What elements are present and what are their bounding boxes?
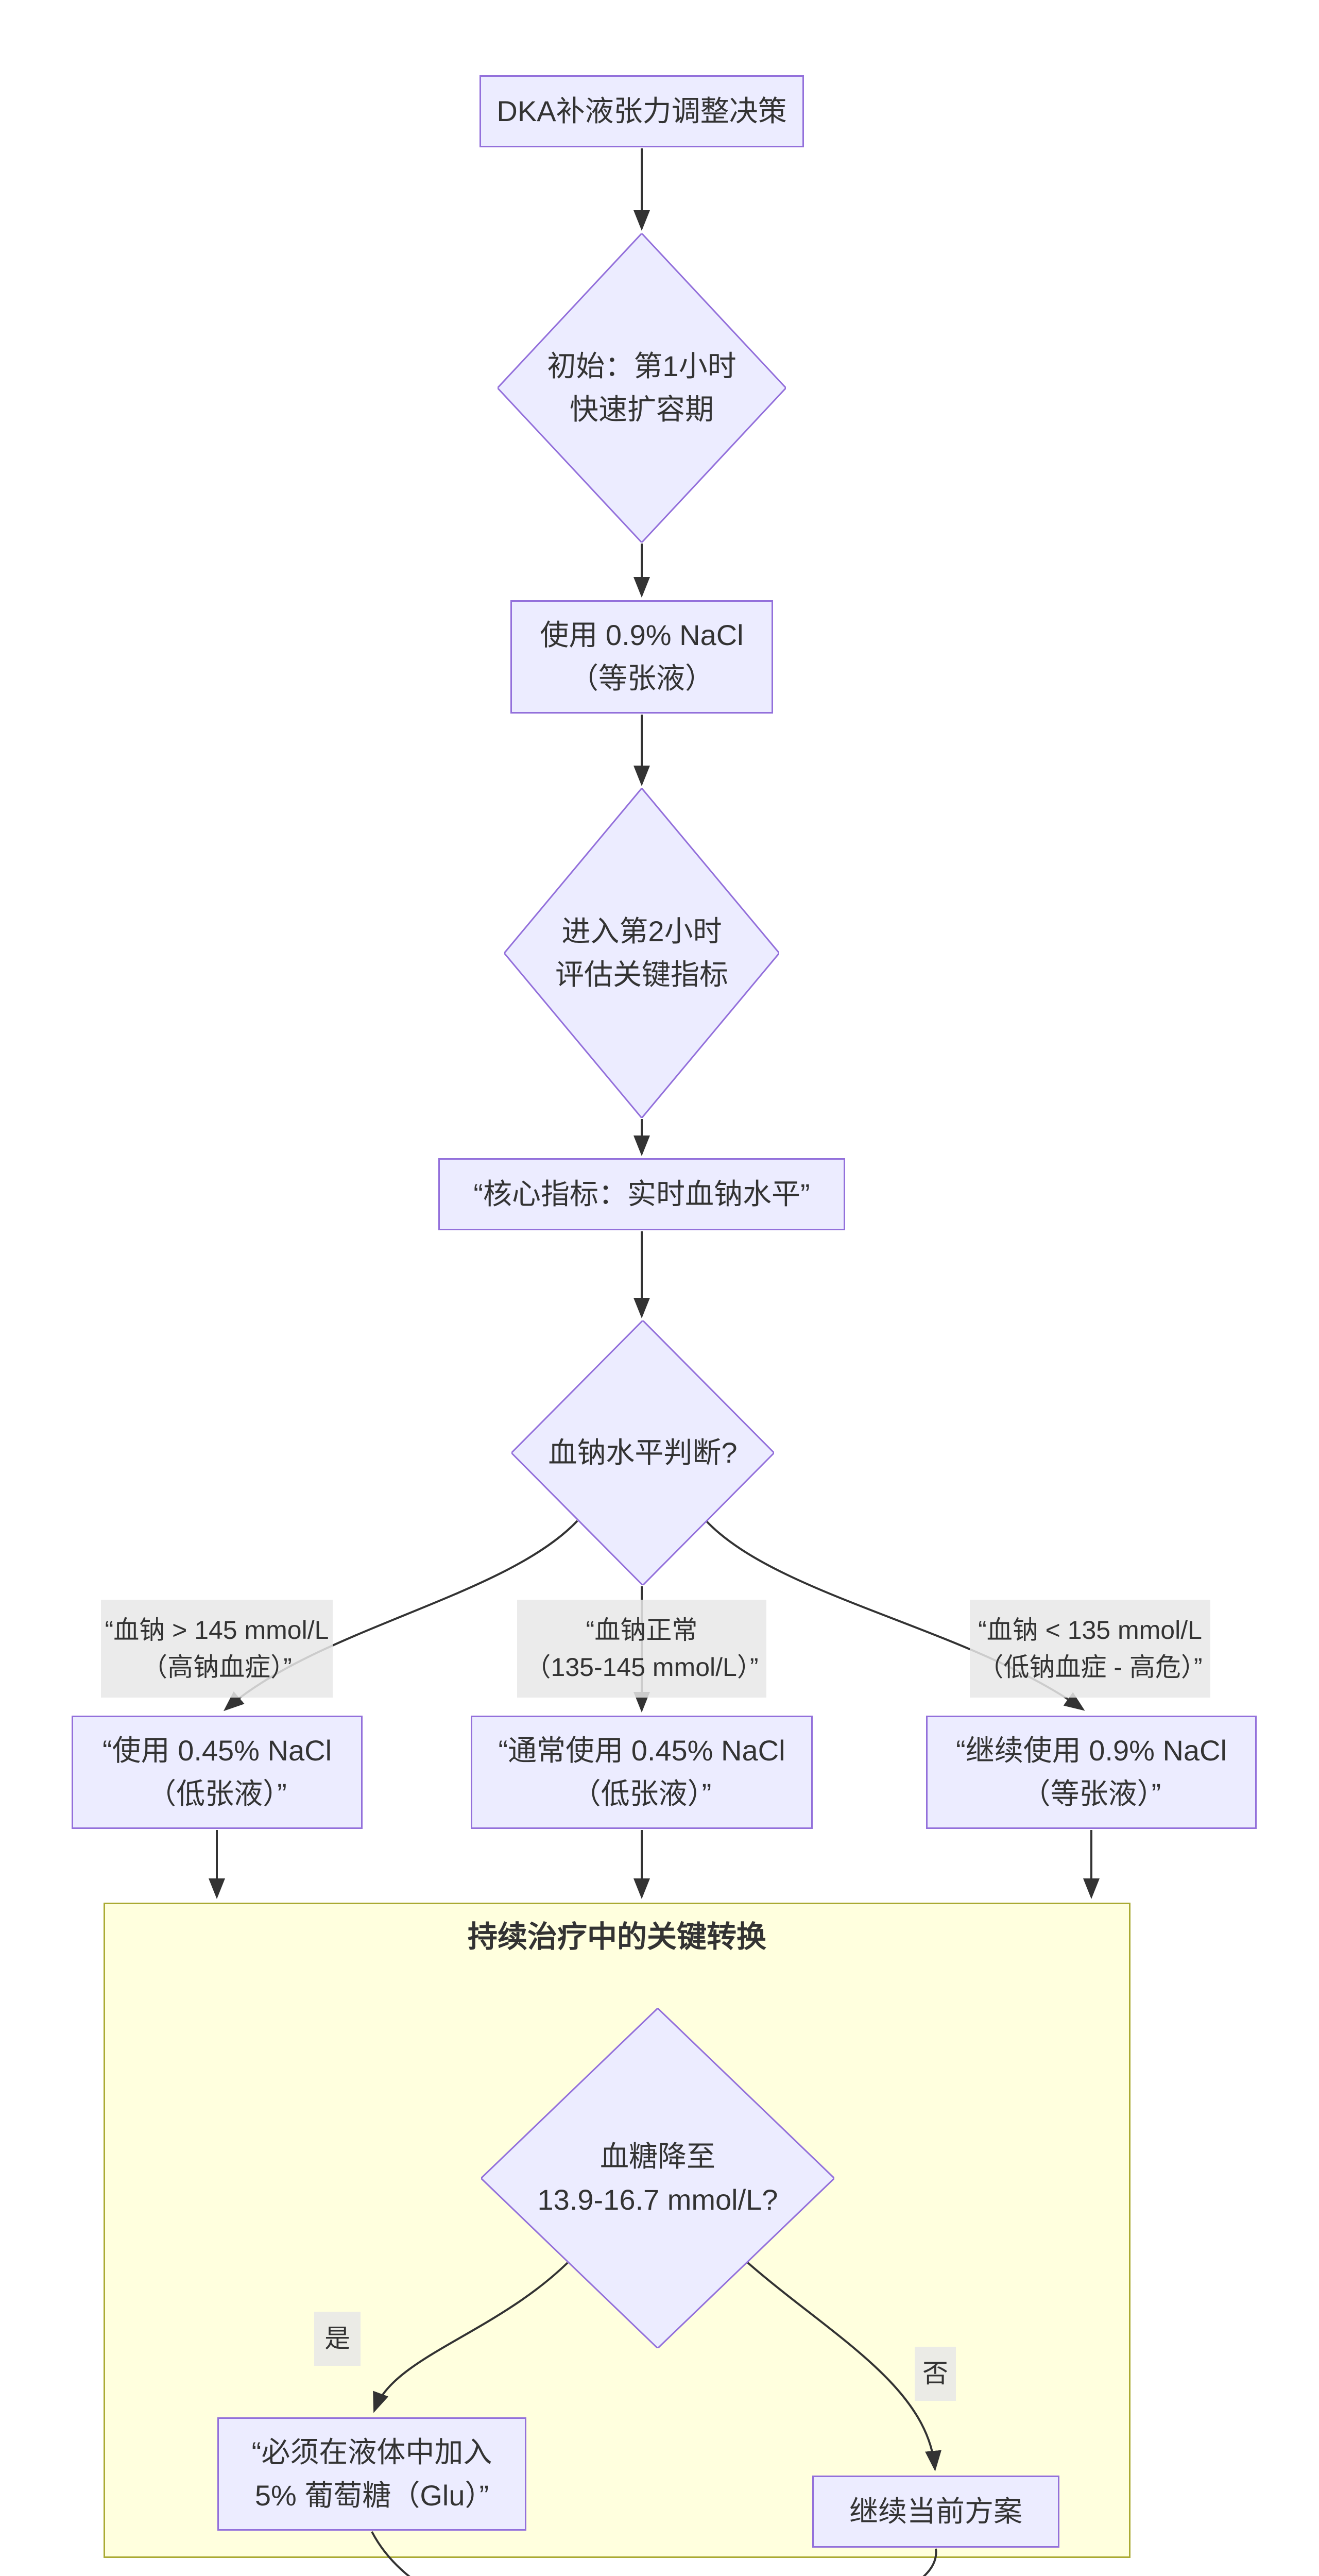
decision-sodium-level: 血钠水平判断?	[511, 1320, 774, 1585]
node-normal-sodium-action: “通常使用 0.45% NaCl （低张液）”	[471, 1716, 813, 1829]
decision-initial-phase: 初始：第1小时 快速扩容期	[498, 233, 786, 543]
node-hyponatremia-action: “继续使用 0.9% NaCl （等张液）”	[926, 1716, 1257, 1829]
node-core-indicator: “核心指标：实时血钠水平”	[438, 1158, 845, 1230]
edge-label-hyponatremia: “血钠 < 135 mmol/L （低钠血症 - 高危）”	[970, 1600, 1210, 1698]
decision-initial-phase-label: 初始：第1小时 快速扩容期	[547, 350, 736, 426]
edge-d4-no	[747, 2262, 941, 2471]
edge-label-yes: 是	[314, 2312, 361, 2366]
edge-label-no: 否	[915, 2347, 956, 2401]
edge-ryes-to-final1	[371, 2531, 410, 2576]
edge-label-hypernatremia: “血钠 > 145 mmol/L （高钠血症）”	[101, 1600, 333, 1698]
diamond-shape	[511, 1320, 774, 1585]
decision-glucose-drop-label: 血糖降至 13.9-16.7 mmol/L?	[537, 2140, 778, 2216]
subgraph-title: 持续治疗中的关键转换	[467, 1920, 766, 1954]
edge-label-normal-sodium: “血钠正常 （135-145 mmol/L）”	[517, 1600, 766, 1698]
decision-second-hour: 进入第2小时 评估关键指标	[504, 788, 779, 1118]
edge-rno-to-final1	[922, 2548, 937, 2576]
node-start: DKA补液张力调整决策	[479, 75, 804, 147]
edge-d4-yes	[373, 2262, 569, 2413]
node-use-09-nacl: 使用 0.9% NaCl （等张液）	[510, 600, 773, 714]
node-add-glucose: “必须在液体中加入 5% 葡萄糖（Glu）”	[217, 2417, 526, 2531]
node-continue-current-plan: 继续当前方案	[812, 2476, 1059, 2548]
node-hypernatremia-action: “使用 0.45% NaCl （低张液）”	[72, 1716, 363, 1829]
decision-second-hour-label: 进入第2小时 评估关键指标	[555, 915, 728, 991]
decision-glucose-drop: 血糖降至 13.9-16.7 mmol/L?	[481, 2008, 834, 2348]
decision-sodium-level-label: 血钠水平判断?	[548, 1436, 738, 1469]
diamond-shape	[481, 2008, 834, 2348]
diamond-shape	[498, 233, 786, 543]
diamond-shape	[504, 788, 779, 1118]
